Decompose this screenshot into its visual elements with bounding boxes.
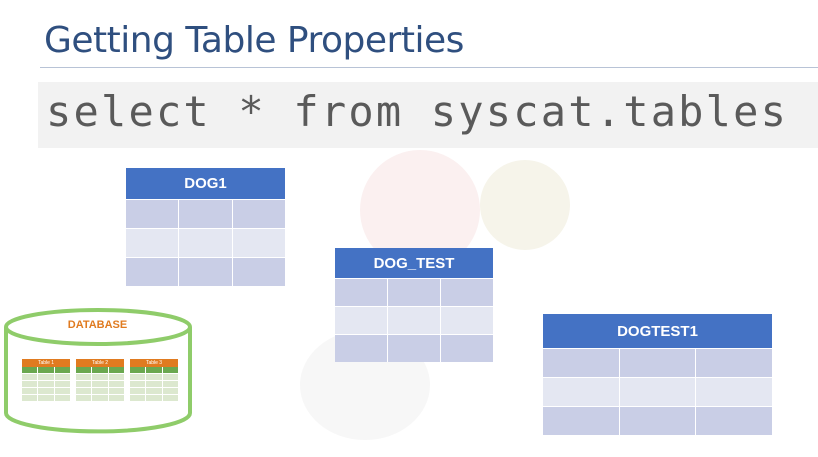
watermark-shape (480, 160, 570, 250)
table-cell (543, 349, 619, 377)
mini-table-grid (22, 367, 70, 401)
table-cell (335, 335, 387, 362)
mini-table: Table 3 (130, 359, 178, 401)
table-grid (543, 349, 772, 435)
table-dog1: DOG1 (126, 168, 285, 286)
database-cylinder: DATABASE Table 1 Table 2 Table 3 (0, 305, 195, 435)
table-cell (388, 307, 440, 334)
table-cell (232, 258, 285, 286)
table-cell (696, 349, 772, 377)
mini-table-grid (130, 367, 178, 401)
table-grid (126, 200, 285, 286)
table-cell (441, 279, 493, 306)
table-cell (232, 229, 285, 257)
table-cell (441, 307, 493, 334)
table-header: DOGTEST1 (543, 314, 772, 349)
table-cell (126, 200, 179, 228)
table-dogtest1: DOGTEST1 (543, 314, 772, 435)
table-cell (619, 349, 696, 377)
table-cell (441, 335, 493, 362)
table-cell (335, 279, 387, 306)
mini-table: Table 1 (22, 359, 70, 401)
table-cell (126, 258, 179, 286)
database-label: DATABASE (67, 319, 128, 331)
table-cell (179, 229, 232, 257)
table-header: DOG1 (126, 168, 285, 200)
table-cell (543, 407, 619, 435)
table-cell (179, 258, 232, 286)
table-cell (543, 378, 619, 406)
mini-table-header: Table 1 (22, 359, 70, 367)
title-divider (40, 67, 818, 68)
table-cell (696, 378, 772, 406)
sql-query: select * from syscat.tables (46, 87, 789, 136)
mini-table-grid (76, 367, 124, 401)
table-cell (232, 200, 285, 228)
mini-table: Table 2 (76, 359, 124, 401)
mini-table-header: Table 3 (130, 359, 178, 367)
table-cell (388, 335, 440, 362)
table-cell (619, 407, 696, 435)
mini-table-header: Table 2 (76, 359, 124, 367)
table-cell (335, 307, 387, 334)
table-cell (388, 279, 440, 306)
slide-title: Getting Table Properties (44, 20, 464, 61)
table-cell (126, 229, 179, 257)
table-cell (696, 407, 772, 435)
table-dog-test: DOG_TEST (335, 248, 493, 362)
table-header: DOG_TEST (335, 248, 493, 279)
table-cell (179, 200, 232, 228)
table-grid (335, 279, 493, 362)
table-cell (619, 378, 696, 406)
query-bar (38, 82, 818, 148)
